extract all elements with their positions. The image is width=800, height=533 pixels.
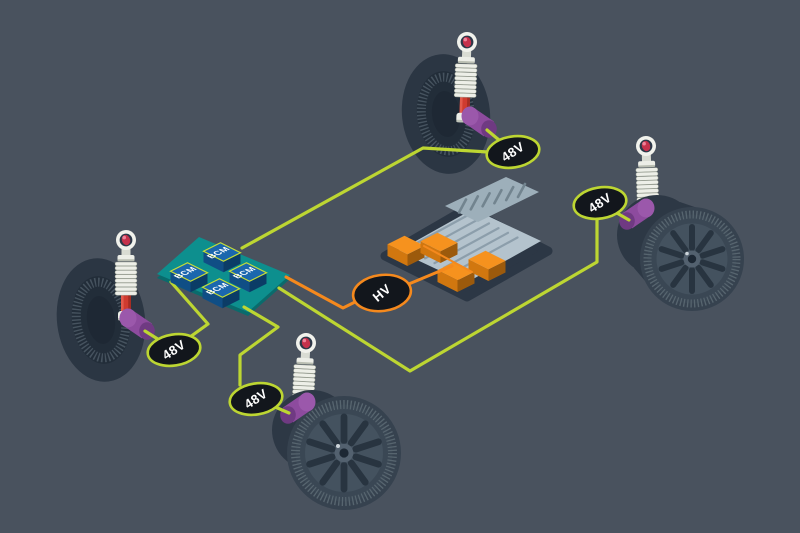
hub-shadow: [431, 91, 461, 137]
battery-busbar: [423, 245, 473, 273]
bcm-chips: BCM BCM BCM BCM: [169, 242, 268, 309]
board-top: [157, 237, 290, 312]
battery-back-block: [445, 177, 539, 222]
battery-block-slats: [457, 182, 527, 214]
hub-hole: [339, 448, 349, 458]
hv-wiring: [284, 245, 473, 310]
hub-shadow: [86, 296, 116, 344]
hv-badge-ellipse: [351, 273, 413, 313]
wire-right-badge-to-ecu: [277, 205, 599, 373]
ecu-board: [157, 237, 290, 316]
hub-hole: [687, 254, 697, 264]
48v-badges: 48V 48V 48V 48V: [144, 131, 630, 420]
valve-dot: [336, 444, 340, 448]
valve-dot: [685, 251, 689, 256]
tread-hatch: [291, 400, 397, 506]
tread-hatch: [643, 210, 741, 308]
wire-hv-to-battery: [402, 264, 454, 288]
wire-ecu-to-hv: [284, 275, 361, 310]
hv-badge: HV: [351, 273, 413, 313]
wire-top-badge-to-ecu: [240, 146, 506, 250]
wire-bottom-badge-to-ecu: [238, 305, 280, 387]
battery-lid: [398, 209, 541, 283]
wheel-right: [617, 195, 744, 311]
battery-pack: [380, 177, 553, 302]
